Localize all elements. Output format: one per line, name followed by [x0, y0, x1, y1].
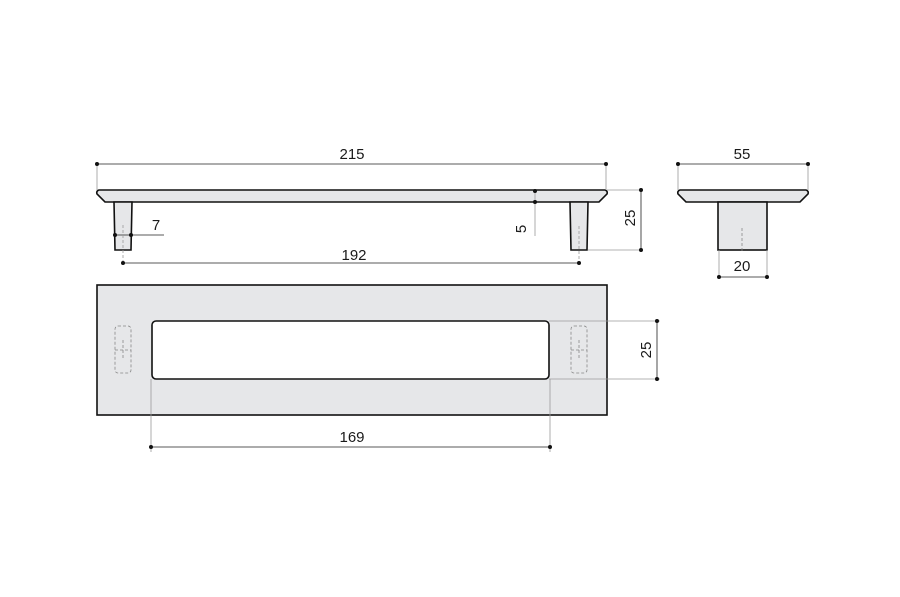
dimension-label: 192: [341, 247, 366, 264]
dimension-label: 25: [622, 210, 639, 227]
hidden-leg-right: [570, 325, 588, 374]
dimension-overall-length: 215: [95, 146, 608, 190]
dimension-overall-depth: 55: [676, 146, 810, 190]
grip-slot: [151, 320, 550, 380]
dimension-bar-thickness: 5: [513, 189, 537, 236]
dimension-slot-width: 25: [549, 319, 660, 381]
dimension-label: 169: [339, 429, 364, 446]
dimension-label: 5: [513, 225, 530, 233]
dimension-label: 20: [734, 258, 751, 275]
dimension-hole-spacing: 192: [121, 226, 581, 266]
dimension-leg-diameter: 7: [113, 217, 164, 262]
handle-bar-side: [676, 189, 810, 203]
dimension-leg-width: 20: [717, 250, 769, 279]
dimension-height: 25: [588, 188, 643, 252]
dimension-slot-length: 169: [149, 379, 552, 452]
dimension-label: 55: [734, 146, 751, 163]
dimension-label: 7: [152, 217, 160, 234]
dimension-label: 215: [339, 146, 364, 163]
dimension-label: 25: [638, 342, 655, 359]
side-view: 55 20: [676, 146, 810, 279]
side-leg: [717, 201, 768, 251]
hidden-leg-left: [114, 325, 132, 374]
front-view: 215 7 5 25 192: [95, 146, 643, 266]
top-view: 25 169: [96, 284, 660, 452]
handle-bar-front: [95, 189, 609, 203]
